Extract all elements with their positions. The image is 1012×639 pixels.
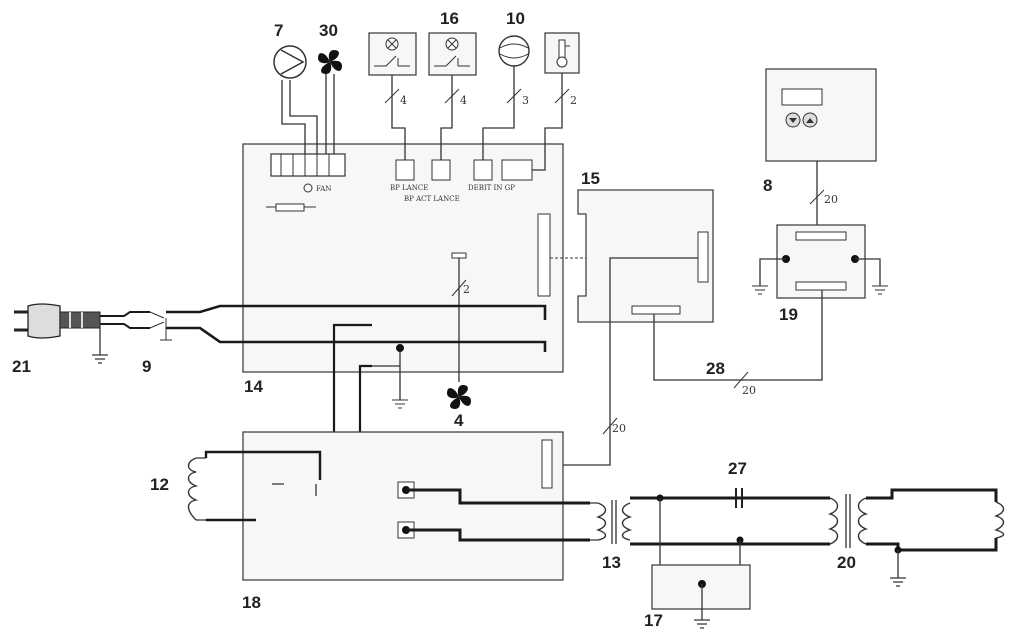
plug-icon: [14, 303, 101, 339]
bp-lance-label: BP LANCE: [390, 184, 428, 192]
bus-count: 2: [570, 94, 577, 107]
label-8: 8: [763, 176, 772, 195]
fan-label: FAN: [316, 185, 331, 193]
label-28: 28: [706, 359, 725, 378]
main-switch-icon: [149, 311, 172, 341]
thermostat-icon: [544, 32, 580, 74]
ground-icon: [752, 285, 768, 295]
debit-in-gp-label: DEBIT IN GP: [468, 184, 515, 192]
fan-icon: [447, 385, 471, 409]
label-27: 27: [728, 459, 747, 478]
label-19: 19: [779, 305, 798, 324]
bus-count: 20: [742, 384, 756, 397]
label-7: 7: [274, 21, 283, 40]
debit-connector: [473, 159, 493, 181]
power-board: [242, 431, 564, 581]
label-20: 20: [837, 553, 856, 572]
bus-count: 3: [522, 94, 529, 107]
label-13: 13: [602, 553, 621, 572]
fan-icon: [318, 50, 342, 74]
main-board: FAN BP LANCE BP ACT LANCE DEBIT IN GP: [242, 143, 564, 373]
label-16: 16: [440, 9, 459, 28]
bus-count: 20: [824, 193, 838, 206]
bus-count: 4: [460, 94, 467, 107]
bus-count: 20: [612, 422, 626, 435]
lance-switch-1: [368, 32, 417, 76]
bus-count: 2: [463, 283, 470, 296]
label-4: 4: [454, 411, 464, 430]
output-transformer-icon: [827, 494, 869, 548]
control-panel: [765, 68, 877, 162]
flowmeter-icon: [498, 35, 530, 67]
bus-count: 4: [400, 94, 407, 107]
label-9: 9: [142, 357, 151, 376]
bp-act-lance-connector: [431, 159, 451, 181]
ground-icon: [392, 399, 408, 409]
display-screen: [781, 88, 823, 106]
fuse-icon: [275, 203, 305, 212]
display-board: [577, 189, 714, 323]
interface-board: [776, 224, 866, 299]
transformer-icon: [590, 500, 633, 544]
bp-act-lance-label: BP ACT LANCE: [404, 195, 460, 203]
label-10: 10: [506, 9, 525, 28]
label-30: 30: [319, 21, 338, 40]
label-12: 12: [150, 475, 169, 494]
label-15: 15: [581, 169, 600, 188]
label-21: 21: [12, 357, 31, 376]
pump-fan-connector: [270, 153, 346, 177]
board-ribbon-connector: [537, 213, 551, 297]
inductor-icon: [187, 450, 322, 522]
ground-icon: [872, 285, 888, 295]
lamp-coil-icon: [993, 501, 1005, 539]
label-14: 14: [244, 377, 263, 396]
label-17: 17: [644, 611, 663, 630]
fan-fuse-icon: [303, 183, 313, 193]
label-18: 18: [242, 593, 261, 612]
bp-lance-connector: [395, 159, 415, 181]
gp-connector: [501, 159, 533, 181]
filter-box: [651, 564, 751, 610]
lance-switch-2: [428, 32, 477, 76]
pump-icon: [273, 45, 307, 79]
